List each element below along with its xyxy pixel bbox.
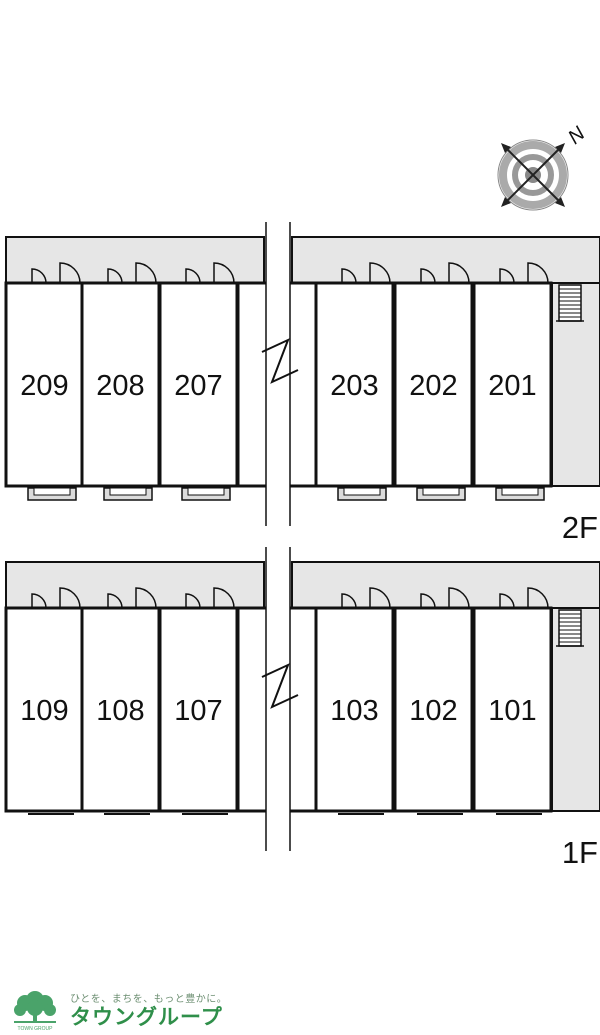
- unit-201: 201: [472, 262, 553, 501]
- door-icon: [185, 262, 235, 284]
- break-gap: [266, 547, 290, 847]
- floor-label: 2F: [562, 510, 598, 545]
- unit-209: 209: [4, 262, 85, 501]
- unit-107: 107: [158, 587, 239, 815]
- stairs-icon: [556, 609, 584, 647]
- unit-number: 207: [174, 370, 222, 402]
- unit-101: 101: [472, 587, 553, 815]
- unit-203: 203: [314, 262, 395, 501]
- unit-108: 108: [80, 587, 161, 815]
- door-icon: [341, 587, 391, 609]
- floor-label: 1F: [562, 835, 598, 870]
- door-icon: [420, 587, 470, 609]
- door-icon: [499, 587, 549, 609]
- unit-number: 201: [488, 370, 536, 402]
- unit-208: 208: [80, 262, 161, 501]
- door-icon: [420, 262, 470, 284]
- break-gap: [266, 222, 290, 522]
- unit-room: [80, 606, 161, 813]
- unit-room: [472, 281, 553, 488]
- unit-room: [80, 281, 161, 488]
- unit-room: [158, 281, 239, 488]
- corridor-right: [291, 561, 600, 609]
- unit-number: 108: [96, 695, 144, 727]
- floor-2f: 209 208 207 203 202 201 2F: [4, 222, 600, 545]
- tree-logo-icon: TOWN GROUP: [14, 991, 56, 1032]
- unit-number: 202: [409, 370, 457, 402]
- unit-202: 202: [393, 262, 474, 501]
- unit-number: 109: [20, 695, 68, 727]
- unit-room: [314, 606, 395, 813]
- unit-103: 103: [314, 587, 395, 815]
- unit-number: 102: [409, 695, 457, 727]
- break-symbol: [261, 663, 299, 709]
- door-icon: [31, 262, 81, 284]
- footer: TOWN GROUP ひとを、まちを、もっと豊かに。 タウングループ: [8, 986, 227, 1032]
- balcony-inner: [501, 487, 539, 496]
- unit-number: 203: [330, 370, 378, 402]
- door-icon: [341, 262, 391, 284]
- corridor-right: [291, 236, 600, 284]
- door-icon: [107, 587, 157, 609]
- balcony-inner: [343, 487, 381, 496]
- balcony-inner: [422, 487, 460, 496]
- unit-number: 208: [96, 370, 144, 402]
- unit-room: [472, 606, 553, 813]
- unit-207: 207: [158, 262, 239, 501]
- unit-number: 209: [20, 370, 68, 402]
- logo-text: TOWN GROUP: [18, 1026, 54, 1032]
- unit-room: [393, 281, 474, 488]
- footer-text: ひとを、まちを、もっと豊かに。 タウングループ: [70, 990, 227, 1029]
- unit-room: [4, 606, 85, 813]
- stairs-icon: [556, 284, 584, 322]
- tagline: ひとを、まちを、もっと豊かに。: [70, 993, 228, 1005]
- balcony-inner: [109, 487, 147, 496]
- unit-room: [158, 606, 239, 813]
- door-icon: [107, 262, 157, 284]
- door-icon: [31, 587, 81, 609]
- corridor-left: [5, 561, 265, 609]
- balcony-inner: [33, 487, 71, 496]
- balcony-inner: [187, 487, 225, 496]
- compass-north-label: N: [564, 122, 590, 148]
- unit-room: [4, 281, 85, 488]
- break-symbol: [261, 338, 299, 384]
- unit-109: 109: [4, 587, 85, 815]
- unit-number: 101: [488, 695, 536, 727]
- brand-name: タウングループ: [70, 1004, 223, 1029]
- unit-room: [393, 606, 474, 813]
- unit-102: 102: [393, 587, 474, 815]
- corridor-left: [5, 236, 265, 284]
- unit-number: 107: [174, 695, 222, 727]
- door-icon: [185, 587, 235, 609]
- door-icon: [499, 262, 549, 284]
- unit-room: [314, 281, 395, 488]
- compass-icon: N: [497, 122, 590, 211]
- floor-1f: 109 108 107 103 102 101 1F: [4, 547, 600, 870]
- unit-number: 103: [330, 695, 378, 727]
